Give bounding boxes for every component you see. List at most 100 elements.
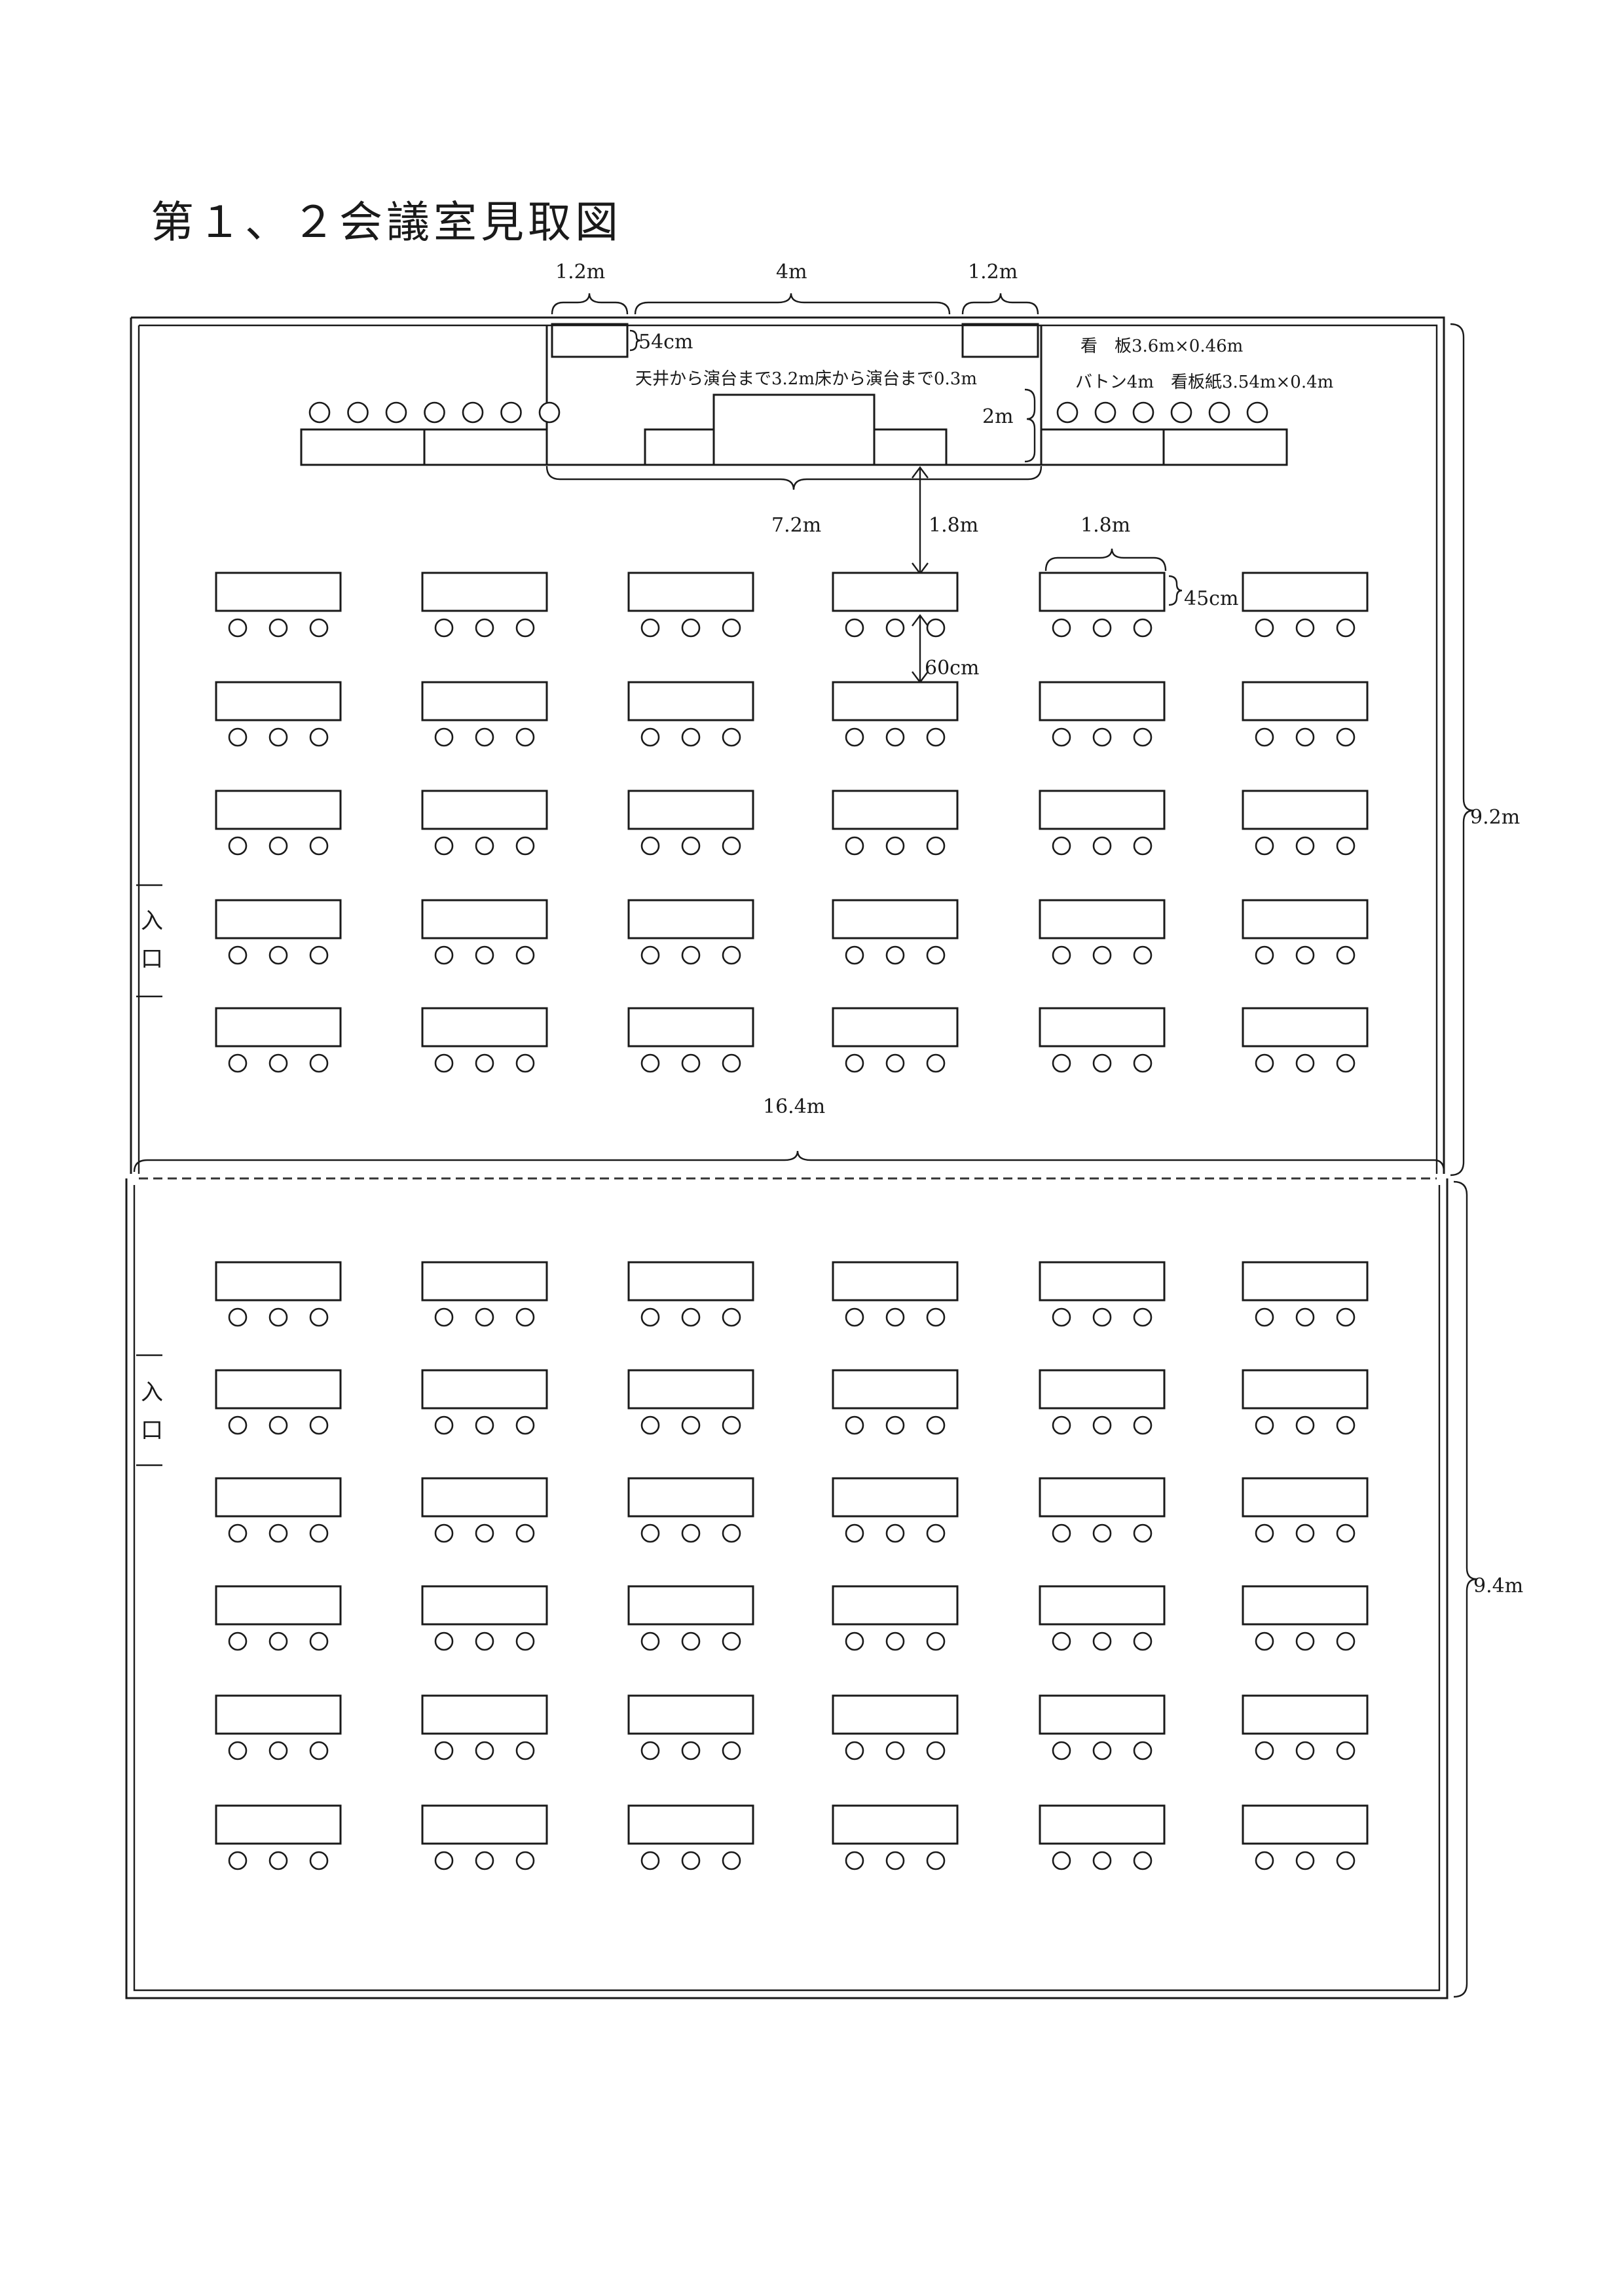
chair bbox=[228, 1631, 248, 1651]
chair bbox=[885, 727, 905, 747]
chair bbox=[309, 836, 329, 856]
desk bbox=[215, 681, 342, 721]
chair bbox=[309, 1307, 329, 1327]
desk bbox=[1242, 790, 1369, 830]
chair bbox=[1255, 727, 1274, 747]
dim-room1-depth: 9.2m bbox=[1470, 806, 1520, 829]
head-chairs bbox=[308, 401, 1268, 424]
desk bbox=[627, 1694, 754, 1735]
desk bbox=[1039, 1804, 1166, 1845]
chair bbox=[268, 1523, 288, 1543]
dim-stage-to-desks: 1.8m bbox=[929, 514, 978, 537]
chair bbox=[722, 1741, 741, 1760]
chair bbox=[1295, 618, 1315, 638]
desk bbox=[627, 899, 754, 939]
chair bbox=[309, 1851, 329, 1870]
chair bbox=[885, 1415, 905, 1435]
desk bbox=[1039, 1585, 1166, 1626]
chair bbox=[1052, 1741, 1071, 1760]
chair bbox=[640, 1741, 660, 1760]
chair bbox=[475, 1851, 494, 1870]
chair bbox=[1336, 1415, 1356, 1435]
chair bbox=[268, 1415, 288, 1435]
chair bbox=[1255, 1415, 1274, 1435]
stage-desk-left bbox=[644, 428, 715, 466]
entrance-label-char-2: 口 bbox=[141, 946, 163, 972]
chair bbox=[424, 401, 445, 424]
chair bbox=[926, 945, 946, 965]
chair bbox=[681, 1307, 701, 1327]
chair bbox=[1208, 401, 1230, 424]
desk bbox=[1039, 1007, 1166, 1048]
desk bbox=[1039, 572, 1166, 612]
chair bbox=[926, 836, 946, 856]
chair bbox=[268, 1741, 288, 1760]
chair bbox=[1133, 1851, 1153, 1870]
desk bbox=[215, 1007, 342, 1048]
chair bbox=[681, 1053, 701, 1073]
desk bbox=[1242, 1007, 1369, 1048]
chair bbox=[475, 1053, 494, 1073]
chair bbox=[434, 1741, 454, 1760]
chair bbox=[1092, 727, 1112, 747]
chair bbox=[1295, 1851, 1315, 1870]
desk bbox=[832, 1261, 959, 1302]
chair bbox=[228, 727, 248, 747]
dim-left-wing-width: 1.2m bbox=[555, 261, 605, 283]
chair bbox=[228, 618, 248, 638]
chair bbox=[722, 1053, 741, 1073]
desk bbox=[421, 790, 548, 830]
chair bbox=[845, 1851, 864, 1870]
chair bbox=[681, 1631, 701, 1651]
chair bbox=[885, 618, 905, 638]
chair bbox=[1295, 727, 1315, 747]
desk bbox=[421, 1369, 548, 1410]
chair bbox=[475, 1741, 494, 1760]
brace-room1-depth bbox=[1450, 323, 1474, 1176]
chair bbox=[1295, 836, 1315, 856]
desk bbox=[1039, 899, 1166, 939]
head-table-left bbox=[300, 428, 548, 466]
chair bbox=[475, 836, 494, 856]
dim-stage-width: 7.2m bbox=[771, 514, 821, 537]
chair bbox=[434, 1415, 454, 1435]
desk bbox=[627, 1007, 754, 1048]
chair bbox=[475, 727, 494, 747]
chair bbox=[681, 945, 701, 965]
chair bbox=[722, 1415, 741, 1435]
chair bbox=[1052, 727, 1071, 747]
chair bbox=[228, 1523, 248, 1543]
chair bbox=[515, 727, 535, 747]
chair bbox=[1052, 1307, 1071, 1327]
chair bbox=[640, 836, 660, 856]
chair bbox=[640, 618, 660, 638]
desk bbox=[627, 1261, 754, 1302]
chair bbox=[885, 1631, 905, 1651]
chair bbox=[926, 1523, 946, 1543]
chair bbox=[228, 1415, 248, 1435]
chair bbox=[434, 618, 454, 638]
brace-desk-width bbox=[1044, 548, 1167, 572]
chair bbox=[1132, 401, 1154, 424]
chair bbox=[462, 401, 484, 424]
chair bbox=[268, 1851, 288, 1870]
chair bbox=[1094, 401, 1116, 424]
chair bbox=[1052, 1631, 1071, 1651]
entrance-room-1: 入 口 bbox=[136, 884, 163, 998]
chair bbox=[1052, 1523, 1071, 1543]
chair bbox=[681, 1851, 701, 1870]
chair bbox=[1133, 1415, 1153, 1435]
chair bbox=[228, 945, 248, 965]
room-1-outline bbox=[130, 316, 1445, 1174]
chair bbox=[434, 727, 454, 747]
entrance-label-char-1: 入 bbox=[141, 1379, 163, 1406]
chair bbox=[268, 1307, 288, 1327]
top-dimension-braces bbox=[545, 293, 1043, 490]
chair bbox=[722, 727, 741, 747]
chair bbox=[845, 1053, 864, 1073]
chair bbox=[309, 1053, 329, 1073]
desk bbox=[832, 572, 959, 612]
chair bbox=[926, 727, 946, 747]
desk bbox=[832, 1007, 959, 1048]
chair bbox=[885, 1851, 905, 1870]
